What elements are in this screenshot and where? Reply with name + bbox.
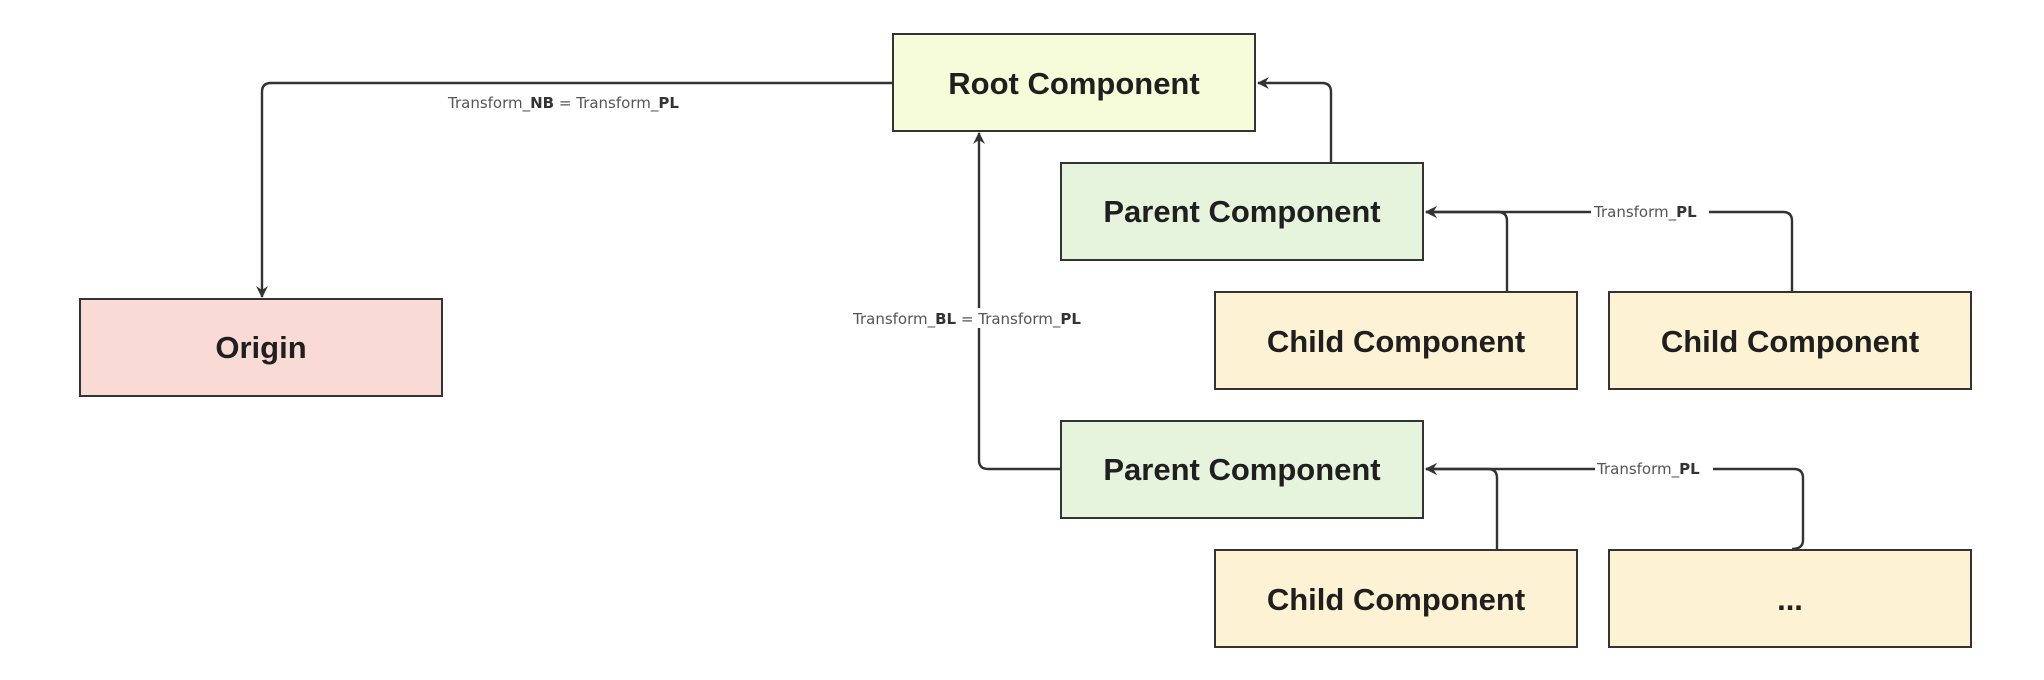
parent-component-a-label: Parent Component (1103, 194, 1380, 229)
svg-text:Transform_BL = Transform_PL: Transform_BL = Transform_PL (852, 310, 1081, 329)
child-component-node-b1[interactable]: Child Component (1214, 549, 1578, 648)
parent-component-b-label: Parent Component (1103, 452, 1380, 487)
child-component-b1-label: Child Component (1267, 582, 1525, 617)
connector-child-a1-to-parent-a (1425, 206, 1509, 291)
connector-child-b1-to-parent-b (1425, 463, 1499, 549)
child-component-node-a2[interactable]: Child Component (1608, 291, 1972, 390)
connector-root-to-origin (256, 81, 893, 298)
child-component-a2-label: Child Component (1661, 324, 1919, 359)
connector-parent-b-to-root (973, 132, 1061, 471)
connector-parent-a-to-root (1257, 77, 1333, 163)
edge-label-children-a-to-parent-a: Transform_PL (1591, 202, 1709, 222)
connector-child-a2-to-parent-a (1425, 206, 1794, 291)
ellipsis-label: ... (1777, 582, 1803, 617)
root-component-node[interactable]: Root Component (892, 33, 1256, 132)
parent-component-node-a[interactable]: Parent Component (1060, 162, 1424, 261)
edge-label-children-b-to-parent-b: Transform_PL (1595, 459, 1713, 479)
parent-component-node-b[interactable]: Parent Component (1060, 420, 1424, 519)
svg-text:Transform_PL: Transform_PL (1596, 460, 1700, 479)
svg-text:Transform_NB = Transform_PL: Transform_NB = Transform_PL (447, 94, 679, 113)
origin-node[interactable]: Origin (79, 298, 443, 397)
child-component-node-a1[interactable]: Child Component (1214, 291, 1578, 390)
edge-label-parent-b-to-root: Transform_BL = Transform_PL (851, 308, 1101, 329)
edge-label-root-to-origin: Transform_NB = Transform_PL (446, 92, 700, 113)
ellipsis-node[interactable]: ... (1608, 549, 1972, 648)
connector-child-b2-to-parent-b (1425, 463, 1805, 551)
svg-text:Transform_PL: Transform_PL (1593, 203, 1697, 222)
root-component-label: Root Component (948, 66, 1199, 101)
origin-label: Origin (215, 330, 306, 365)
child-component-a1-label: Child Component (1267, 324, 1525, 359)
